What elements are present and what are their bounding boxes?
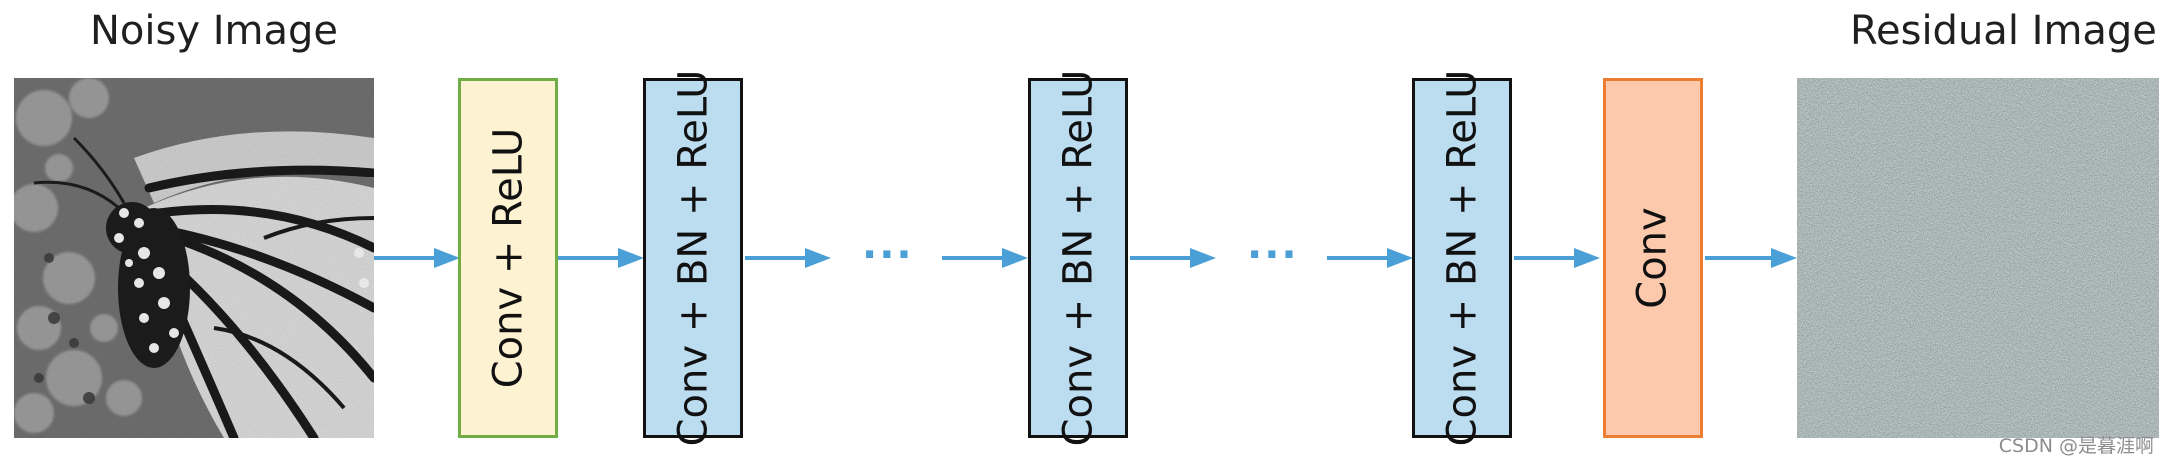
- ellipsis-2: ···: [1247, 232, 1299, 278]
- ellipsis-1: ···: [862, 232, 914, 278]
- conv-bn-relu-block-2: Conv + BN + ReLU: [1028, 70, 1128, 446]
- arrow-conv-to-output: [1705, 248, 1797, 268]
- arrow-conv-relu-to-bn-1: [558, 248, 644, 268]
- conv-bn-relu-block-1: Conv + BN + ReLU: [643, 70, 743, 446]
- conv-bn-relu-label-2: Conv + BN + ReLU: [1055, 69, 1102, 447]
- conv-block: Conv: [1603, 78, 1703, 438]
- noisy-butterfly-image: [14, 78, 374, 438]
- arrow-input-to-conv-relu: [374, 248, 460, 268]
- csdn-watermark: CSDN @是暮涯啊: [1998, 435, 2154, 457]
- arrow-bn-2-to-ellipsis: [1130, 248, 1216, 268]
- residual-image-caption: Residual Image: [1850, 8, 2157, 54]
- arrow-bn-3-to-conv: [1514, 248, 1600, 268]
- residual-noise-image: [1797, 78, 2159, 438]
- conv-bn-relu-block-3: Conv + BN + ReLU: [1412, 70, 1512, 446]
- conv-relu-block: Conv + ReLU: [458, 78, 558, 438]
- arrow-ellipsis-to-bn-2: [942, 248, 1028, 268]
- noisy-image-caption: Noisy Image: [90, 8, 339, 54]
- conv-bn-relu-label-3: Conv + BN + ReLU: [1439, 69, 1486, 447]
- conv-label: Conv: [1630, 207, 1676, 309]
- arrow-bn-1-to-ellipsis: [745, 248, 831, 268]
- arrow-ellipsis-to-bn-3: [1327, 248, 1413, 268]
- conv-relu-label: Conv + ReLU: [485, 127, 532, 389]
- conv-bn-relu-label-1: Conv + BN + ReLU: [670, 69, 717, 447]
